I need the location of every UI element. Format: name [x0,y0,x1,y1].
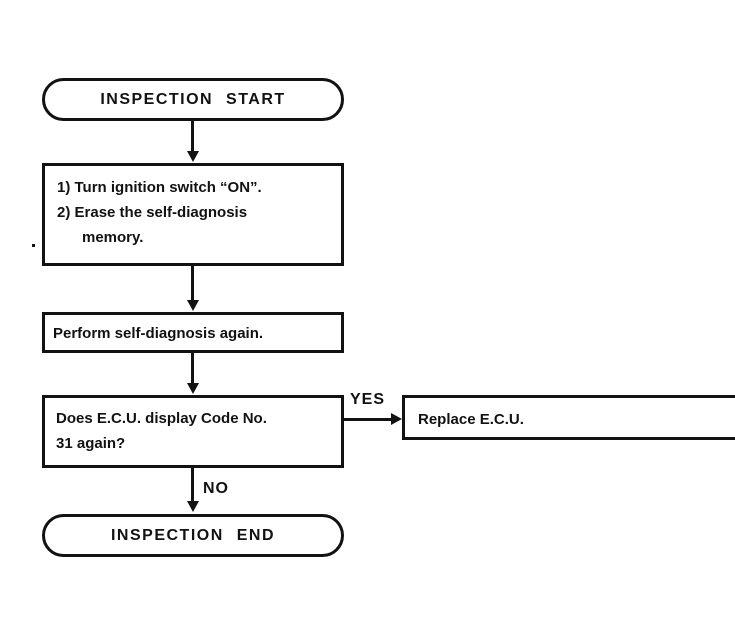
inspection-end-label: INSPECTION END [110,526,275,544]
scan-artifact-dot [32,244,35,247]
decision-line1: Does E.C.U. display Code No. [56,410,267,427]
node-decision-code31: Does E.C.U. display Code No. 31 again? [42,395,344,468]
inspection-start-label: INSPECTION START [100,90,286,108]
yes-branch-label: YES [350,391,386,408]
node-perform-diagnosis: Perform self-diagnosis again. [42,312,344,353]
arrowhead-down-icon [187,501,199,512]
replace-ecu-label: Replace E.C.U. [418,411,524,428]
arrowhead-down-icon [187,383,199,394]
connector-start-to-step1 [191,121,194,152]
node-inspection-start: INSPECTION START [42,78,344,121]
arrowhead-down-icon [187,300,199,311]
connector-step1-to-step2 [191,266,194,301]
connector-step2-to-decision [191,353,194,384]
arrowhead-right-icon [391,413,402,425]
decision-line2: 31 again? [56,435,126,452]
erase-memory-line2: 2) Erase the self-diagnosis [57,204,248,221]
node-replace-ecu: Replace E.C.U. [402,395,735,440]
arrowhead-down-icon [187,151,199,162]
perform-diagnosis-label: Perform self-diagnosis again. [53,325,264,342]
no-branch-label: NO [203,480,229,497]
connector-decision-to-end [191,468,194,502]
erase-memory-line1: 1) Turn ignition switch “ON”. [57,179,262,196]
node-inspection-end: INSPECTION END [42,514,344,557]
connector-decision-to-replace [344,418,392,421]
erase-memory-line3: memory. [82,229,144,246]
node-erase-memory: 1) Turn ignition switch “ON”. 2) Erase t… [42,163,344,266]
